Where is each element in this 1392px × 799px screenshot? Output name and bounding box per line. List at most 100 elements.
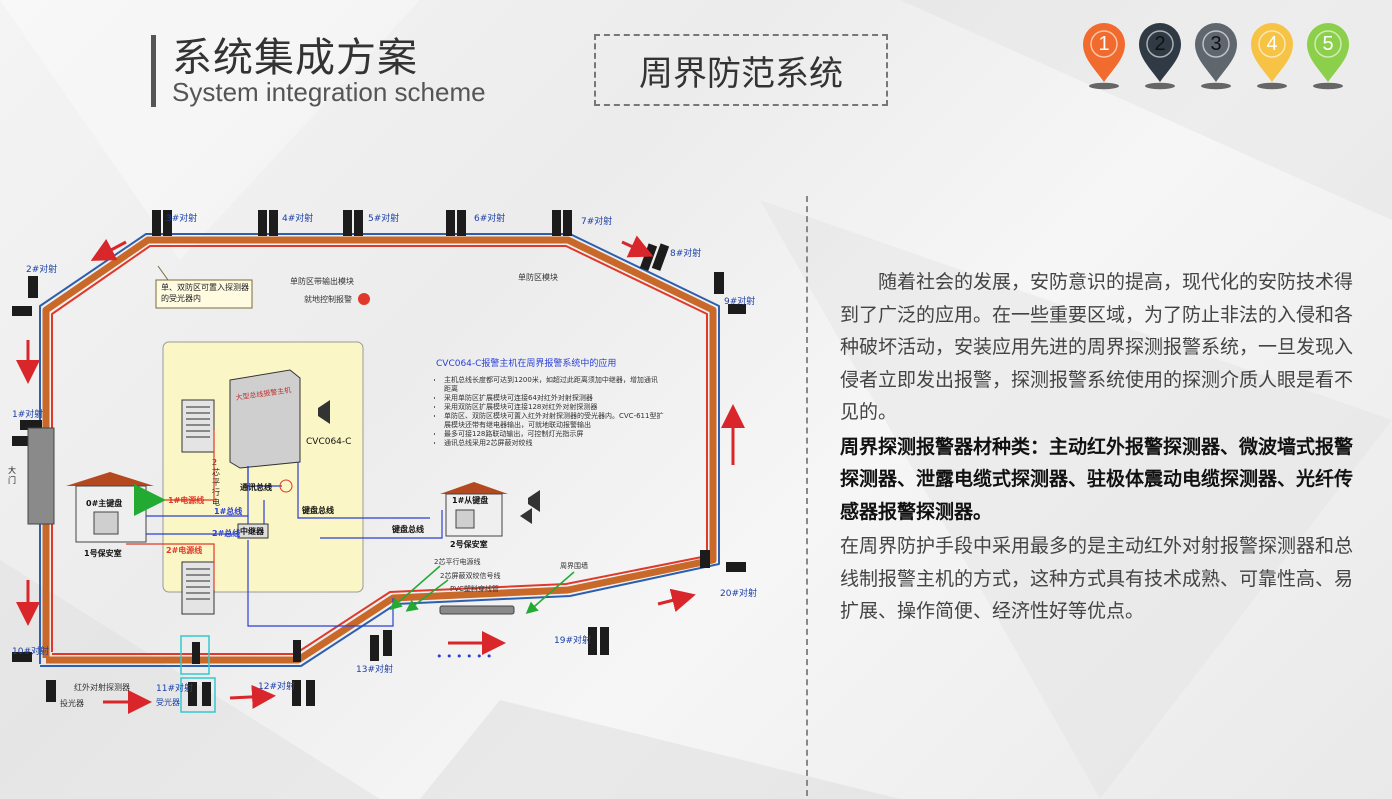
step-pin-4[interactable]: 4	[1248, 22, 1296, 90]
single-zone-output-label: 单防区带输出模块	[290, 276, 354, 286]
map-pin-icon	[1139, 22, 1181, 90]
detector-label: 1#对射	[12, 408, 43, 420]
host-name-label: CVC064-C	[306, 437, 351, 447]
equipment-types-paragraph: 周界探测报警器材种类：主动红外报警探测器、微波墙式报警探测器、泄露电缆式探测器、…	[840, 435, 1354, 523]
bus-1-label: 1#总线	[214, 506, 242, 516]
perimeter-diagram: 3#对射 4#对射 5#对射 6#对射 7#对射 8#对射 9#对射 2#对射 …	[8, 200, 758, 725]
info-item: 采用双防区扩展模块可连接128对红外对射探测器	[444, 403, 664, 412]
guard-room-1-roof	[66, 472, 154, 486]
perimeter-wall	[39, 233, 720, 667]
emitter-label: 投光器	[60, 698, 84, 708]
receiver-highlight	[180, 677, 216, 713]
gate	[27, 427, 55, 525]
info-title: CVC064-C报警主机在周界报警系统中的应用	[436, 357, 616, 369]
info-item: 采用单防区扩展模块可连接64对红外对射探测器	[444, 394, 664, 403]
receiver-label: 受光器	[156, 697, 180, 707]
repeater-box	[237, 523, 269, 539]
continuation-dots: • • • • • •	[436, 650, 492, 663]
signal-wire-label: 2芯屏蔽双绞信号线	[440, 571, 500, 580]
step-pin-label: 4	[1266, 33, 1278, 55]
info-item: 最多可接128路联动输出，可控制灯光指示屏	[444, 430, 664, 439]
detector-label: 5#对射	[368, 212, 399, 224]
host-cabinet	[229, 369, 301, 469]
ir-detector-label: 红外对射探测器	[74, 682, 130, 692]
receiver-highlight	[180, 635, 210, 675]
repeater-label: 中继器	[240, 526, 265, 536]
info-list: 主机总线长度都可达到1200米，如超过此距离须加中继器，增加通讯距离 采用单防区…	[434, 376, 664, 476]
alarm-icon	[358, 293, 370, 305]
power-line-1-label: 1#电源线	[168, 495, 204, 505]
detector-label: 7#对射	[581, 215, 612, 227]
detector-label: 9#对射	[724, 295, 755, 307]
map-pin-icon	[1195, 22, 1237, 90]
step-pin-3[interactable]: 3	[1192, 22, 1240, 90]
local-alarm-label: 就地控制报警	[304, 294, 352, 304]
page-subtitle: System integration scheme	[172, 77, 486, 107]
center-wire-labels: 通讯总线 键盘总线 键盘总线 1#电源线 2#电源线 1#总线 2#总线 中继器	[166, 482, 424, 555]
pvc-pipe-label: PVC塑料穿线管	[450, 584, 499, 593]
speaker-icon	[520, 508, 532, 524]
detector-label: 4#对射	[282, 212, 313, 224]
step-pin-label: 3	[1210, 33, 1222, 55]
comm-bus-label: 通讯总线	[240, 482, 272, 492]
step-navigation: 1 2 3 4 5	[1080, 22, 1355, 90]
main-keyboard-device	[93, 511, 119, 535]
direction-arrows	[16, 235, 745, 714]
title-accent-bar	[151, 35, 156, 107]
section-title: 周界防范系统	[639, 53, 843, 94]
info-item: 单防区、双防区模块可置入红外对射探测器的受光器内。CVC-611型扩展模块还带有…	[444, 412, 664, 430]
fence-label: 周界围墙	[560, 561, 588, 570]
section-title-box: 周界防范系统	[594, 34, 888, 106]
power-wire-label: 2芯平行电源线	[434, 557, 480, 566]
receiver-note: 单、双防区可置入探测器的受光器内	[161, 283, 249, 303]
intro-paragraph: 随着社会的发展，安防意识的提高，现代化的安防技术得到了广泛的应用。在一些重要区域…	[840, 271, 1354, 423]
map-pin-icon	[1251, 22, 1293, 90]
step-pin-label: 5	[1322, 33, 1334, 55]
detector-label: 8#对射	[670, 247, 701, 259]
step-pin-label: 2	[1154, 33, 1166, 55]
main-keyboard-label: 0#主键盘	[86, 498, 122, 508]
speaker-icon	[528, 490, 540, 512]
comm-bus-joint	[279, 479, 293, 493]
info-item: 主机总线长度都可达到1200米，如超过此距离须加中继器，增加通讯距离	[444, 376, 664, 394]
receiver-note-pointer	[157, 265, 169, 281]
info-item: 通讯总线采用2芯屏蔽对绞线	[444, 439, 664, 448]
keyboard-bus-label-2: 键盘总线	[391, 524, 424, 534]
power-supply-grille	[186, 406, 210, 600]
step-pin-label: 1	[1098, 33, 1110, 55]
detector-label: 12#对射	[258, 680, 295, 692]
vertical-divider	[806, 196, 808, 796]
single-zone-module-label: 单防区模块	[518, 272, 558, 282]
detector-labels: 3#对射 4#对射 5#对射 6#对射 7#对射 8#对射 9#对射 2#对射 …	[12, 212, 757, 694]
detector-label: 2#对射	[26, 263, 57, 275]
step-pin-2[interactable]: 2	[1136, 22, 1184, 90]
bus-2-label: 2#总线	[212, 528, 240, 538]
map-pin-icon	[1307, 22, 1349, 90]
guard-room-2-roof	[440, 482, 508, 494]
step-pin-1[interactable]: 1	[1080, 22, 1128, 90]
description-text: 随着社会的发展，安防意识的提高，现代化的安防技术得到了广泛的应用。在一些重要区域…	[840, 266, 1360, 628]
detector-label: 3#对射	[166, 212, 197, 224]
advantages-paragraph: 在周界防护手段中采用最多的是主动红外对射报警探测器和总线制报警主机的方式，这种方…	[840, 535, 1354, 622]
speaker-icon	[318, 400, 330, 424]
step-pin-5[interactable]: 5	[1304, 22, 1352, 90]
keyboard-bus-label: 键盘总线	[301, 505, 334, 515]
detector-label: 13#对射	[356, 663, 393, 675]
pointer-lines	[389, 565, 575, 614]
map-pin-icon	[1083, 22, 1125, 90]
power-line-2-label: 2#电源线	[166, 545, 202, 555]
slave-keyboard-device	[455, 509, 475, 529]
guard-room-1-label: 1号保安室	[84, 548, 122, 558]
page-title: 系统集成方案	[172, 35, 418, 81]
detector-units	[12, 210, 746, 706]
detector-label: 6#对射	[474, 212, 505, 224]
detector-label: 19#对射	[554, 634, 591, 646]
detector-label: 11#对射	[156, 682, 193, 694]
guard-room-2-label: 2号保安室	[450, 539, 488, 549]
detector-label: 10#对射	[12, 645, 49, 657]
receiver-note-box	[155, 279, 253, 309]
detector-label: 20#对射	[720, 587, 757, 599]
slave-keyboard-label: 1#从键盘	[452, 495, 488, 505]
pvc-pipe	[439, 605, 515, 615]
gate-label: 大门	[8, 466, 16, 485]
